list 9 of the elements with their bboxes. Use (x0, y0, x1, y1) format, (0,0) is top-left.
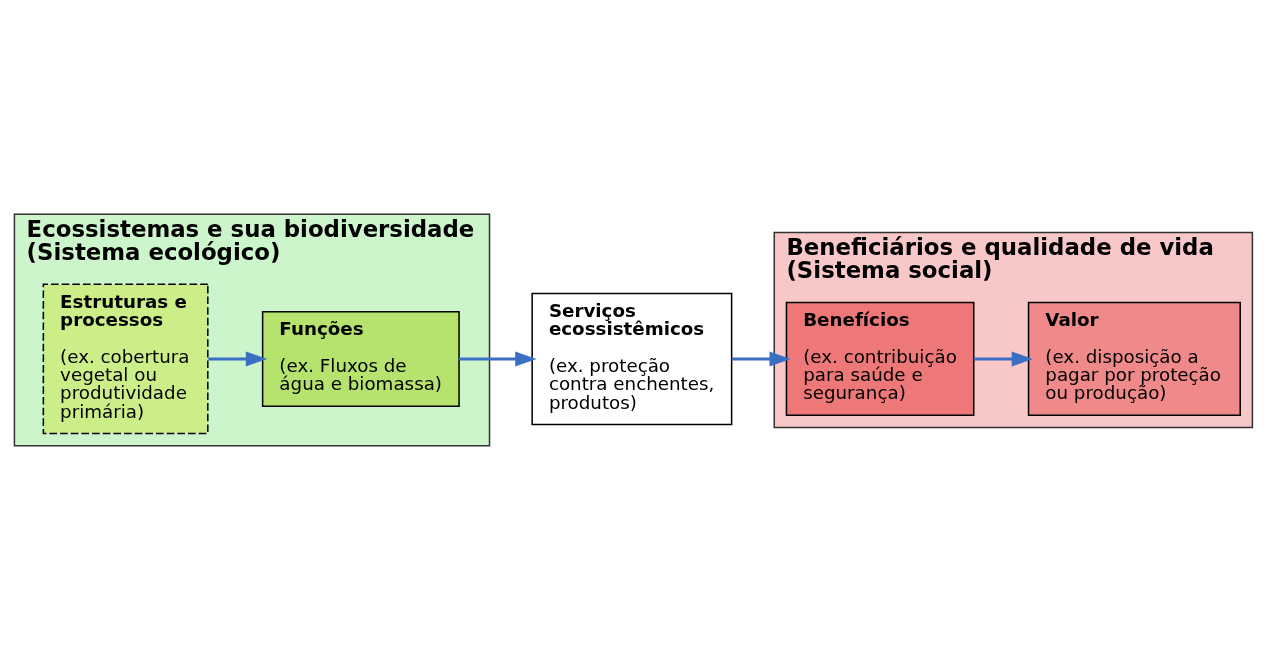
arrow (973, 350, 1034, 366)
arrow (459, 350, 537, 366)
node-box: Valor (ex. disposição a pagar por proteção ou produção) (1027, 301, 1241, 416)
arrow (731, 350, 791, 366)
arrow (208, 350, 268, 366)
node-box: Benefícios (ex. contribuição para saúde e segurança) (785, 301, 975, 416)
node-box: Serviços ecossistêmicos (ex. proteção contra enchentes, produtos) (531, 292, 733, 425)
node-box: Funções (ex. Fluxos de água e biomassa) (261, 310, 460, 407)
node-box: Estruturas e processos (ex. cobertura vegetal ou produtividade primária) (42, 283, 209, 434)
